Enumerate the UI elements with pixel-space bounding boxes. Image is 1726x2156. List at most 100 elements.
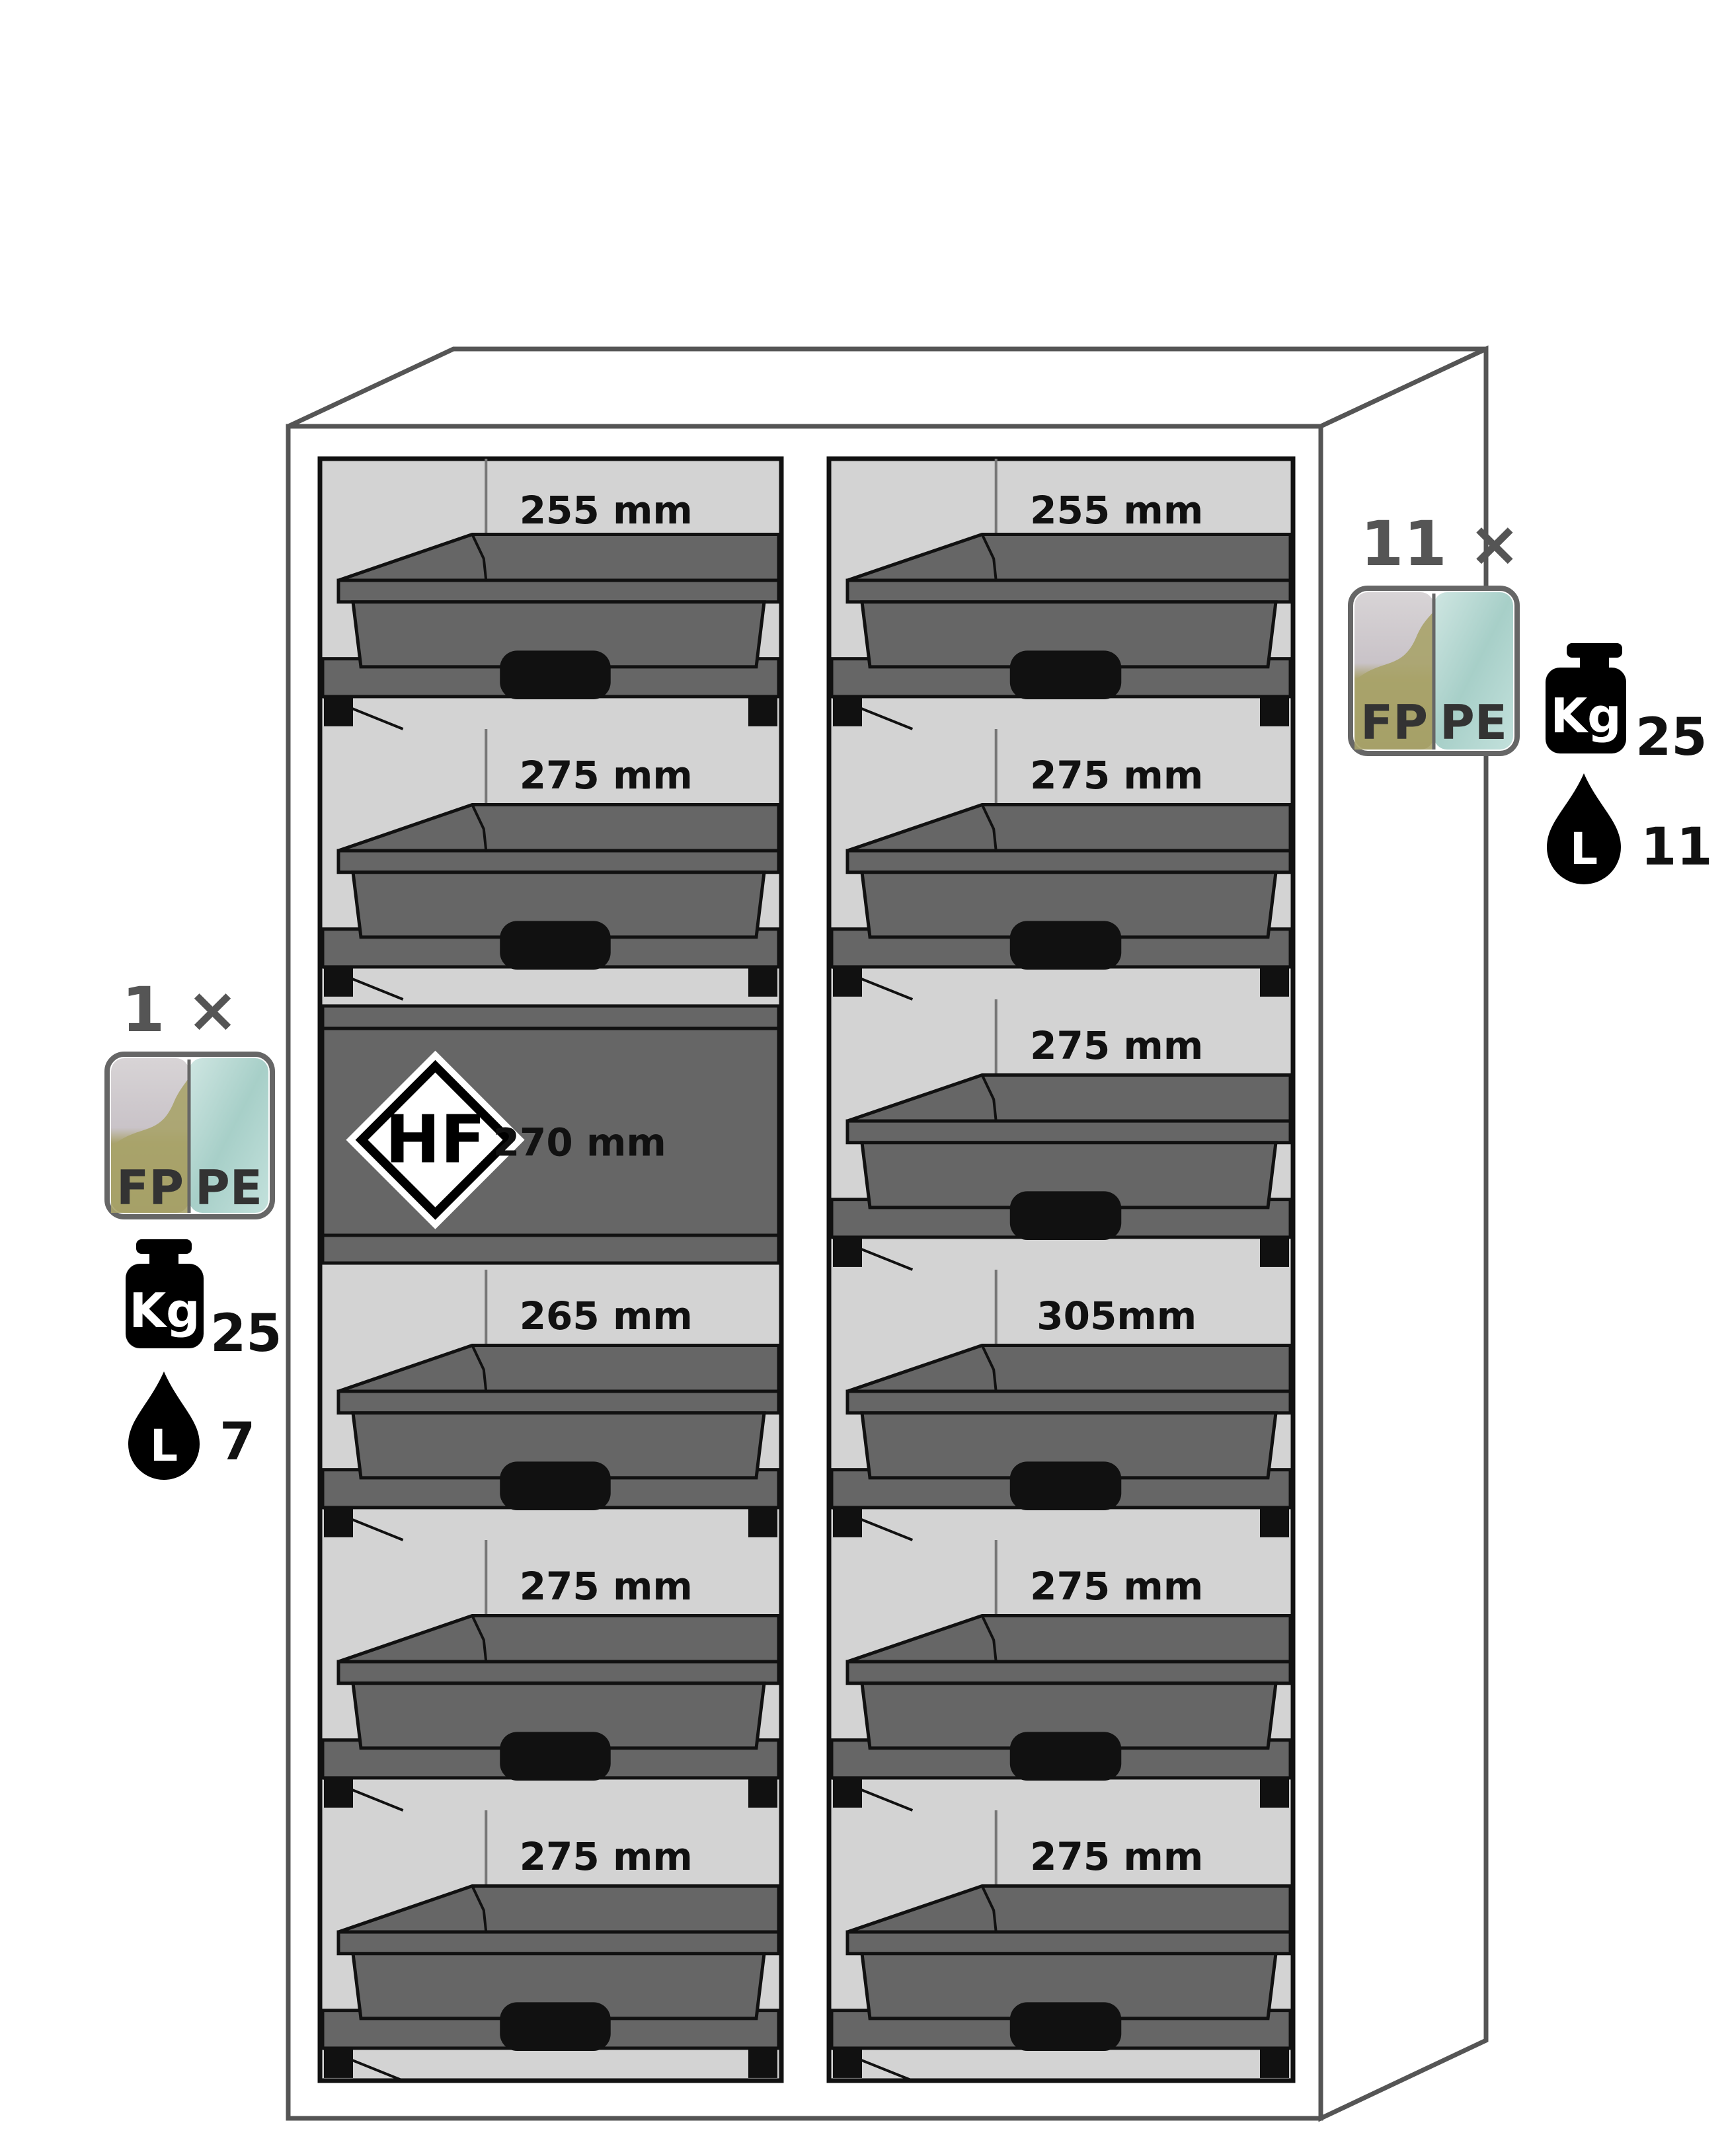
right-quantity: 11 ×: [1360, 508, 1520, 580]
compartment-height-label: 275 mm: [1030, 1564, 1203, 1609]
tray-body: [860, 1411, 1278, 1480]
shelf-bracket-left: [833, 1507, 862, 1537]
tray-body: [860, 1952, 1278, 2021]
tray-body: [351, 1681, 766, 1750]
tray-foot: [1009, 2002, 1122, 2052]
left-slot-5: 275 mm: [321, 1540, 781, 1812]
tray-corner-crease: [980, 533, 998, 581]
compartment-height-label: 255 mm: [1030, 488, 1203, 533]
tray-body: [351, 600, 766, 669]
tray-foot: [500, 650, 611, 700]
compartment-height-label: 265 mm: [520, 1293, 693, 1338]
shelf-bracket-left: [833, 966, 862, 997]
shelf-bracket-right: [748, 696, 777, 726]
shelf-bracket-right: [748, 1507, 777, 1537]
tray-corner-crease: [471, 804, 488, 851]
shelf-bracket-left: [324, 696, 353, 726]
tray-corner-crease: [980, 1615, 998, 1662]
tray-foot: [500, 921, 611, 970]
tray-corner-crease: [471, 1344, 488, 1392]
right-material-fp: FP: [1360, 695, 1428, 750]
left-compartment-frame: [317, 456, 784, 2083]
compartment-height-label: 305mm: [1037, 1293, 1196, 1338]
tray-body: [351, 870, 766, 939]
left-material-pe: PE: [195, 1160, 262, 1215]
shelf-bracket-right: [1260, 966, 1289, 997]
right-compartment-column: 255 mm 275 mm 275 mm 305mm 275 mm 275 mm: [826, 456, 1296, 2083]
left-volume-unit: L: [150, 1420, 178, 1471]
tray-rim: [845, 1930, 1292, 1956]
left-weight-icon: Kg: [126, 1239, 204, 1348]
compartment-height-label: 255 mm: [520, 488, 693, 533]
right-slot-1: 255 mm: [830, 459, 1292, 730]
shelf-bracket-left: [324, 966, 353, 997]
right-weight-icon: Kg: [1546, 643, 1626, 753]
tray-corner-crease: [471, 1885, 488, 1933]
shelf-bracket-left: [324, 2048, 353, 2078]
compartment-height-label: 275 mm: [520, 1834, 693, 1879]
right-compartment-frame: [826, 456, 1296, 2083]
right-volume-unit: L: [1570, 824, 1598, 874]
left-slot-4: 265 mm: [321, 1270, 781, 1541]
tray-rim: [336, 849, 781, 874]
tray-foot: [1009, 650, 1122, 700]
hf-hazard-diamond-inner: [368, 1072, 503, 1208]
left-weight-unit: Kg: [129, 1283, 200, 1338]
tray-rim: [336, 578, 781, 604]
cabinet-top: [287, 346, 1487, 429]
right-volume-value: 11: [1641, 818, 1713, 877]
left-volume-value: 7: [219, 1412, 255, 1472]
tray-foot: [500, 2002, 611, 2052]
tray-corner-crease: [471, 1615, 488, 1662]
hf-hazard-label: HF: [385, 1101, 485, 1178]
shelf-bracket-left: [833, 2048, 862, 2078]
left-weight-value: 25: [210, 1304, 282, 1364]
right-slot-6: 275 mm: [830, 1810, 1292, 2082]
compartment-height-label: 275 mm: [520, 753, 693, 798]
left-quantity: 1 ×: [122, 974, 239, 1046]
right-slot-4: 305mm: [830, 1270, 1292, 1541]
right-weight-value: 25: [1635, 708, 1707, 767]
shelf-bracket-left: [324, 1777, 353, 1808]
compartment-height-label: 270 mm: [493, 1120, 666, 1165]
tray-rim: [336, 1930, 781, 1956]
tray-rim: [845, 1389, 1292, 1415]
tray-foot: [1009, 1191, 1122, 1241]
right-material-pe: PE: [1440, 695, 1507, 750]
left-slot-6: 275 mm: [321, 1810, 781, 2082]
tray-corner-crease: [471, 533, 488, 581]
tray-body: [860, 1141, 1278, 1210]
shelf-bracket-right: [748, 966, 777, 997]
tray-rim: [845, 578, 1292, 604]
left-callout: 1 × FP PE Kg 25 L 7: [104, 974, 282, 1480]
tray-corner-crease: [980, 804, 998, 851]
compartment-height-label: 275 mm: [1030, 1834, 1203, 1879]
right-callout: 11 × FP PE Kg 25 L 11: [1348, 508, 1713, 884]
compartment-height-label: 275 mm: [1030, 753, 1203, 798]
tray-body: [351, 1952, 766, 2021]
left-slot-2: 275 mm: [321, 729, 781, 1001]
right-slot-2: 275 mm: [830, 729, 1292, 1001]
tray-corner-crease: [980, 1885, 998, 1933]
right-weight-unit: Kg: [1550, 688, 1621, 744]
shelf-bracket-left: [324, 1507, 353, 1537]
tray-foot: [500, 1461, 611, 1511]
compartment-height-label: 275 mm: [520, 1564, 693, 1609]
shelf-bracket-right: [1260, 1777, 1289, 1808]
right-slot-3: 275 mm: [830, 999, 1292, 1271]
tray-foot: [1009, 1732, 1122, 1781]
tray-body: [860, 600, 1278, 669]
shelf-bracket-right: [1260, 1507, 1289, 1537]
shelf-bracket-right: [748, 1777, 777, 1808]
tray-corner-crease: [980, 1074, 998, 1122]
left-material-fp: FP: [116, 1160, 184, 1215]
shelf-bracket-left: [833, 1777, 862, 1808]
shelf-bracket-left: [833, 696, 862, 726]
tray-foot: [1009, 921, 1122, 970]
tray-foot: [1009, 1461, 1122, 1511]
tray-foot: [500, 1732, 611, 1781]
right-slot-5: 275 mm: [830, 1540, 1292, 1812]
